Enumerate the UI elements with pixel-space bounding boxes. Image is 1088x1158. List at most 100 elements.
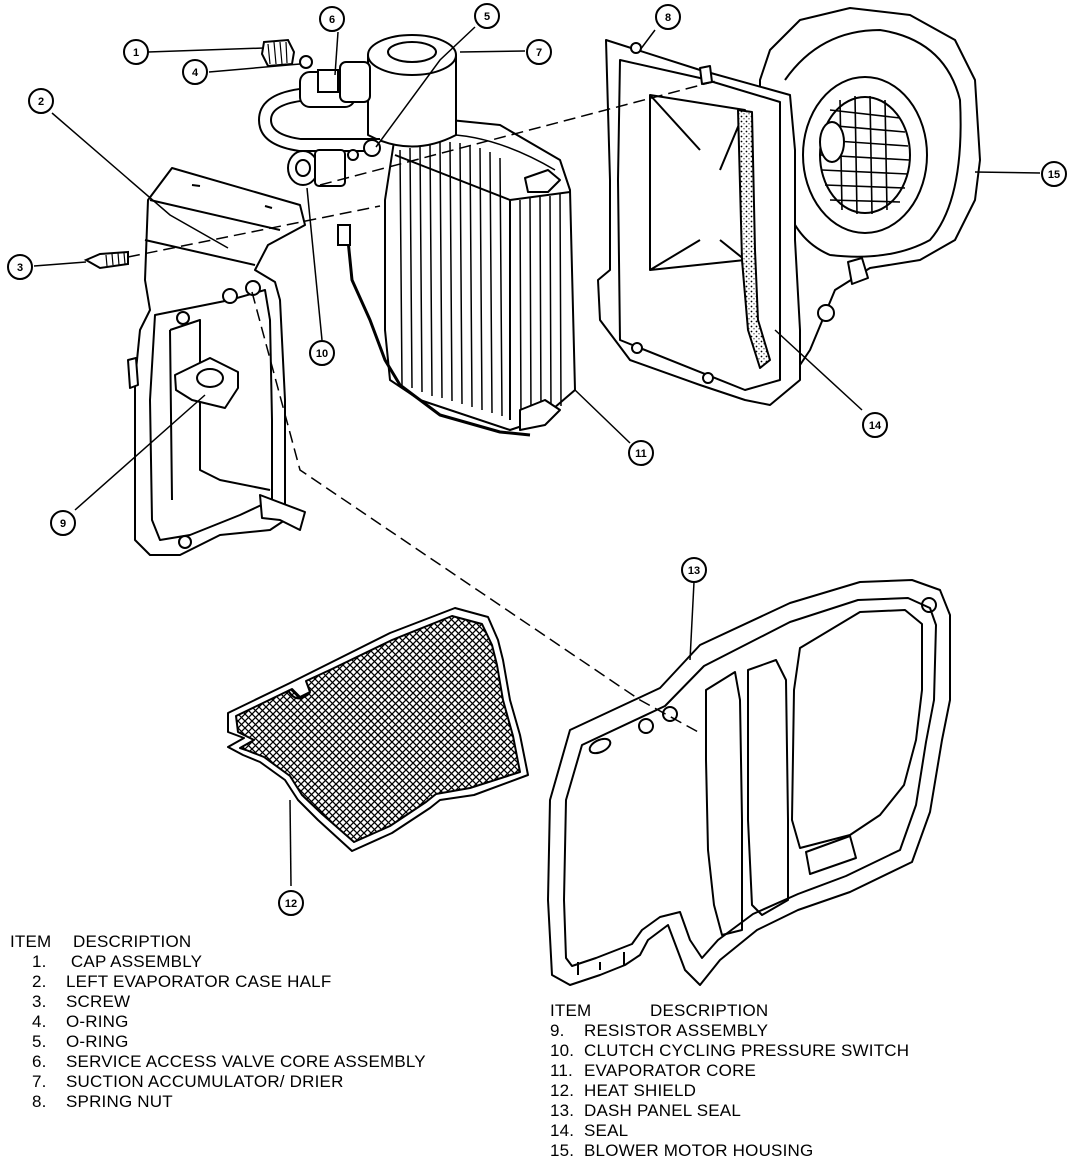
- legend-row: 1. CAP ASSEMBLY: [10, 952, 426, 972]
- callout-number: 10: [316, 348, 328, 360]
- legend-item-number: 5.: [32, 1032, 47, 1051]
- legend-item-description: RESISTOR ASSEMBLY: [584, 1021, 769, 1040]
- legend-item-number: 2.: [32, 972, 47, 991]
- left-evaporator-case-half: [127, 167, 306, 556]
- callout-5: 5: [474, 3, 500, 29]
- legend-item-description: CAP ASSEMBLY: [66, 952, 203, 971]
- legend-item-number: 11.: [550, 1061, 573, 1080]
- legend-row: 7. SUCTION ACCUMULATOR/ DRIER: [10, 1072, 426, 1092]
- callout-circle: [655, 4, 681, 30]
- callout-4: 4: [182, 59, 208, 85]
- callout-15: 15: [1041, 161, 1067, 187]
- legend-item-description: HEAT SHIELD: [584, 1081, 697, 1100]
- callout-number: 15: [1048, 169, 1060, 181]
- legend-item-number: 15.: [550, 1141, 575, 1158]
- legend-row: 2.LEFT EVAPORATOR CASE HALF: [10, 972, 426, 992]
- callout-circle: [28, 88, 54, 114]
- legend-item-number: 10.: [550, 1041, 575, 1060]
- legend-row: 9. RESISTOR ASSEMBLY: [550, 1021, 909, 1041]
- callout-9: 9: [50, 510, 76, 536]
- legend-right-header: ITEM DESCRIPTION: [550, 1001, 909, 1021]
- callout-circle: [7, 254, 33, 280]
- legend-item-description: SCREW: [66, 992, 131, 1011]
- legend-left-header-desc: DESCRIPTION: [73, 932, 192, 951]
- dash-panel-seal: [547, 579, 951, 986]
- callout-circle: [1041, 161, 1067, 187]
- legend-item-description: SERVICE ACCESS VALVE CORE ASSEMBLY: [66, 1052, 426, 1071]
- legend-row: 8. SPRING NUT: [10, 1092, 426, 1112]
- legend-item-number: 12.: [550, 1081, 575, 1100]
- callout-number: 11: [635, 448, 647, 460]
- legend-item-number: 7.: [32, 1072, 47, 1091]
- callout-2: 2: [28, 88, 54, 114]
- legend-item-number: 8.: [32, 1092, 47, 1111]
- callout-14: 14: [862, 412, 888, 438]
- callout-number: 6: [329, 14, 335, 26]
- legend-row: 15. BLOWER MOTOR HOUSING: [550, 1141, 909, 1158]
- callout-13: 13: [681, 557, 707, 583]
- callout-circle: [182, 59, 208, 85]
- callout-number: 14: [869, 420, 882, 432]
- legend-row: 11. EVAPORATOR CORE: [550, 1061, 909, 1081]
- legend-item-description: SEAL: [584, 1121, 629, 1140]
- callout-3: 3: [7, 254, 33, 280]
- legend-right: ITEM DESCRIPTION 9. RESISTOR ASSEMBLY 10. CL…: [550, 1001, 909, 1158]
- legend-item-description: EVAPORATOR CORE: [584, 1061, 757, 1080]
- callout-number: 4: [192, 67, 199, 79]
- legend-item-number: 13.: [550, 1101, 575, 1120]
- legend-item-description: SPRING NUT: [66, 1092, 173, 1111]
- legend-row: 10. CLUTCH CYCLING PRESSURE SWITCH: [550, 1041, 909, 1061]
- callout-circle: [526, 39, 552, 65]
- legend-left-header-item: ITEM: [10, 932, 52, 951]
- callout-circle: [681, 557, 707, 583]
- legend-item-description: CLUTCH CYCLING PRESSURE SWITCH: [584, 1041, 910, 1060]
- callout-number: 2: [38, 96, 44, 108]
- callout-number: 8: [665, 12, 671, 24]
- callout-circle: [123, 39, 149, 65]
- suction-accumulator-drier: [258, 34, 457, 152]
- callout-6: 6: [319, 6, 345, 32]
- callout-circle: [862, 412, 888, 438]
- evaporator-core: [346, 117, 576, 437]
- clutch-cycling-pressure-switch: [287, 149, 351, 246]
- screw: [83, 250, 129, 270]
- legend-right-header-item: ITEM: [550, 1001, 592, 1020]
- callout-circle: [628, 440, 654, 466]
- legend-row: 14. SEAL: [550, 1121, 909, 1141]
- legend-item-number: 1.: [32, 952, 47, 971]
- legend-row: 12. HEAT SHIELD: [550, 1081, 909, 1101]
- blower-motor-housing: [759, 7, 981, 381]
- callout-circle: [319, 6, 345, 32]
- legend-item-number: 6.: [32, 1052, 47, 1071]
- callout-number: 9: [60, 518, 66, 530]
- legend-item-description: DASH PANEL SEAL: [584, 1101, 742, 1120]
- callout-1: 1: [123, 39, 149, 65]
- callout-number: 12: [285, 898, 297, 910]
- leader-lines: [33, 26, 1041, 887]
- legend-right-header-desc: DESCRIPTION: [650, 1001, 769, 1020]
- legend-item-description: O-RING: [66, 1032, 129, 1051]
- callout-number: 13: [688, 565, 700, 577]
- legend-item-description: SUCTION ACCUMULATOR/ DRIER: [66, 1072, 344, 1091]
- legend-item-description: BLOWER MOTOR HOUSING: [584, 1141, 814, 1158]
- legend-row: 3.SCREW: [10, 992, 426, 1012]
- legend-item-number: 4.: [32, 1012, 47, 1031]
- legend-item-description: O-RING: [66, 1012, 129, 1031]
- callout-10: 10: [309, 340, 335, 366]
- callout-number: 5: [484, 11, 490, 23]
- callout-11: 11: [628, 440, 654, 466]
- callout-8: 8: [655, 4, 681, 30]
- callout-circle: [50, 510, 76, 536]
- callout-12: 12: [278, 890, 304, 916]
- callout-circle: [278, 890, 304, 916]
- callout-circle: [474, 3, 500, 29]
- alignment-lines: [127, 79, 721, 734]
- legend-item-number: 9.: [550, 1021, 565, 1040]
- legend-row: 4. O-RING: [10, 1012, 426, 1032]
- legend-left-header: ITEM DESCRIPTION: [10, 932, 426, 952]
- legend-item-number: 14.: [550, 1121, 575, 1140]
- legend-right-rows: 9. RESISTOR ASSEMBLY 10. CLUTCH CYCLING PRE…: [550, 1021, 909, 1158]
